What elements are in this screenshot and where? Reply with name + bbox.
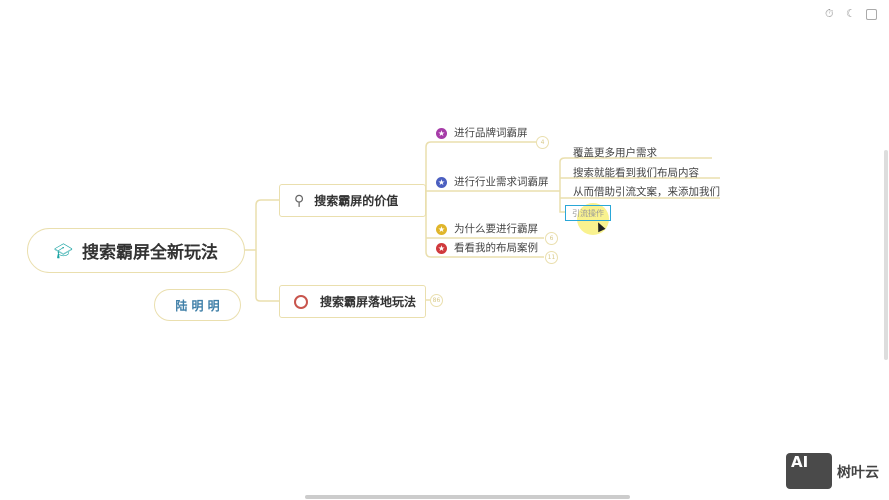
star-icon: ★ [436, 243, 447, 254]
root-topic[interactable]: 🎓︎ 搜索霸屏全新玩法 [27, 228, 245, 273]
collapsed-count-badge[interactable]: 11 [545, 251, 558, 264]
topic-brand[interactable]: ★ 进行品牌词霸屏 [436, 127, 528, 140]
timer-icon[interactable]: ⏱ [825, 7, 834, 20]
moon-icon[interactable]: ☾ [846, 7, 856, 20]
star-icon: ★ [436, 224, 447, 235]
collapsed-count-badge[interactable]: 6 [545, 232, 558, 245]
vertical-scrollbar[interactable] [884, 150, 888, 360]
floating-topic[interactable]: 陆 明 明 [154, 289, 241, 321]
topic-label: 进行品牌词霸屏 [454, 127, 528, 139]
star-icon: ★ [436, 177, 447, 188]
branch-practice[interactable]: 搜索霸屏落地玩法 [279, 285, 426, 318]
watermark-brand: 树叶云 [837, 465, 879, 481]
collapsed-count-badge[interactable]: 4 [536, 136, 549, 149]
collapsed-count-badge[interactable]: 86 [430, 294, 443, 307]
watermark-logo: AI [786, 453, 832, 489]
branch-label: 搜索霸屏的价值 [314, 194, 399, 208]
topic-industry[interactable]: ★ 进行行业需求词霸屏 [436, 176, 549, 189]
fullscreen-icon[interactable] [866, 9, 877, 20]
topic-edit-input[interactable]: 引流操作 [565, 205, 611, 221]
topic-label: 为什么要进行霸屏 [454, 223, 538, 235]
subtopic[interactable]: 覆盖更多用户需求 [573, 147, 657, 159]
subtopic[interactable]: 搜索就能看到我们布局内容 [573, 167, 699, 179]
subtopic[interactable]: 从而借助引流文案，来添加我们 [573, 186, 720, 198]
topic-why[interactable]: ★ 为什么要进行霸屏 [436, 223, 538, 236]
topic-cases[interactable]: ★ 看看我的布局案例 [436, 242, 538, 255]
horizontal-scrollbar[interactable] [305, 495, 630, 499]
branch-label: 搜索霸屏落地玩法 [320, 295, 417, 309]
star-icon: ★ [436, 128, 447, 139]
branch-value[interactable]: ⚲ 搜索霸屏的价值 [279, 184, 426, 217]
magnifier-icon: ⚲ [294, 192, 305, 209]
graduation-cap-icon: 🎓︎ [53, 241, 74, 260]
topic-label: 看看我的布局案例 [454, 242, 538, 254]
topic-label: 进行行业需求词霸屏 [454, 176, 549, 188]
cursor-highlight [577, 203, 609, 235]
root-title: 搜索霸屏全新玩法 [82, 243, 219, 263]
logo-text: AI [791, 453, 809, 471]
target-icon [294, 294, 308, 309]
